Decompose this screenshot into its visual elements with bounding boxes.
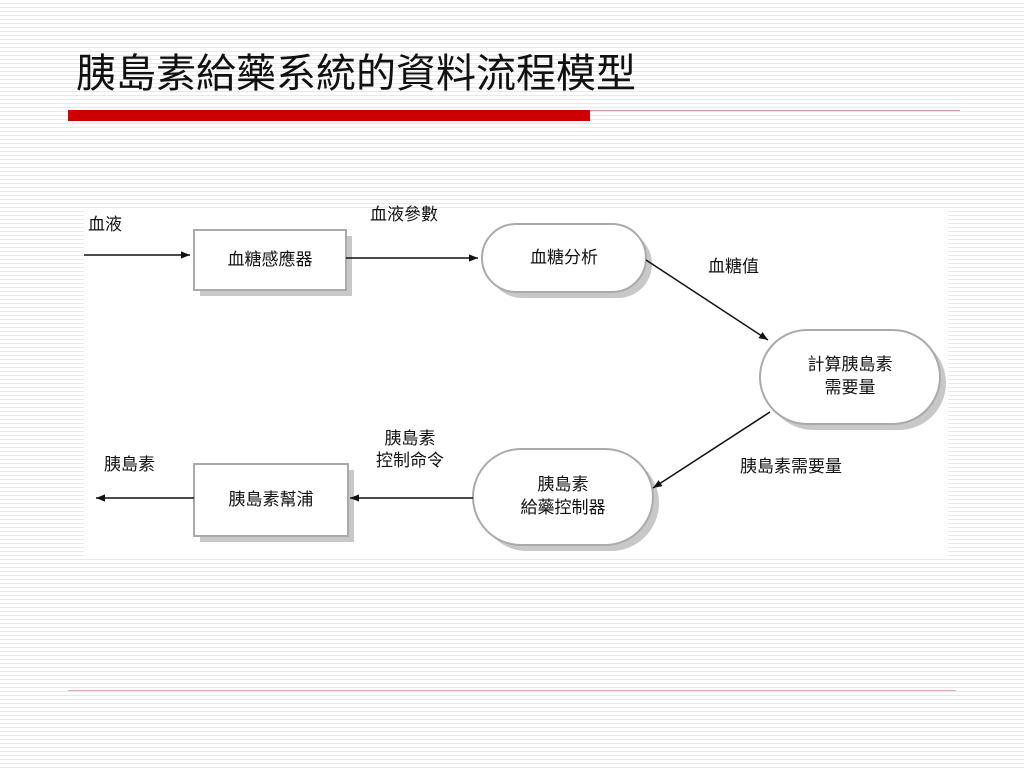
insulin-delivery-controller-process xyxy=(472,448,654,546)
blood-sugar-analysis-label: 血糖分析 xyxy=(530,247,598,268)
footer-rule xyxy=(68,690,956,691)
blood-sugar-sensor-box xyxy=(193,229,347,291)
compute-insulin-requirement-process xyxy=(759,329,941,425)
title-accent-bar xyxy=(68,110,590,121)
insulin-delivery-controller-node: 胰島素 給藥控制器 xyxy=(473,449,653,545)
insulin-requirement-label: 胰島素需要量 xyxy=(740,457,842,477)
blood-sugar-analysis-node: 血糖分析 xyxy=(482,224,646,292)
insulin-control-command-label: 胰島素 控制命令 xyxy=(376,428,444,472)
insulin-pump-node: 胰島素幫浦 xyxy=(194,464,348,536)
insulin-control-command-line2: 控制命令 xyxy=(376,451,444,471)
blood-sugar-value-label: 血糖值 xyxy=(708,257,759,277)
insulin-controller-line1: 胰島素 xyxy=(537,475,589,495)
blood-sugar-sensor-label: 血糖感應器 xyxy=(227,249,313,270)
data-flow-diagram: 血液 血液參數 血糖值 胰島素需要量 胰島素 控制命令 胰島素 血糖感應器 血糖… xyxy=(84,205,948,558)
external-input-label: 血液 xyxy=(88,215,122,235)
blood-sugar-value-arrow xyxy=(645,259,769,341)
slide-title: 胰島素給藥系統的資料流程模型 xyxy=(76,51,636,97)
blood-sugar-analysis-process xyxy=(481,223,647,293)
insulin-requirement-arrow xyxy=(652,411,771,489)
blood-sugar-sensor-node: 血糖感應器 xyxy=(194,230,346,290)
compute-insulin-line1: 計算胰島素 xyxy=(807,355,893,375)
insulin-control-command-line1: 胰島素 xyxy=(384,429,436,449)
title-underline-rule xyxy=(590,110,960,111)
external-output-label: 胰島素 xyxy=(104,455,155,475)
insulin-pump-box xyxy=(193,463,349,537)
insulin-pump-label: 胰島素幫浦 xyxy=(228,489,314,510)
compute-insulin-line2: 需要量 xyxy=(824,378,876,398)
compute-insulin-requirement-node: 計算胰島素 需要量 xyxy=(760,330,940,424)
diagram-graphics xyxy=(84,223,946,551)
blood-parameters-label: 血液參數 xyxy=(370,205,438,225)
insulin-controller-line2: 給藥控制器 xyxy=(520,498,606,518)
